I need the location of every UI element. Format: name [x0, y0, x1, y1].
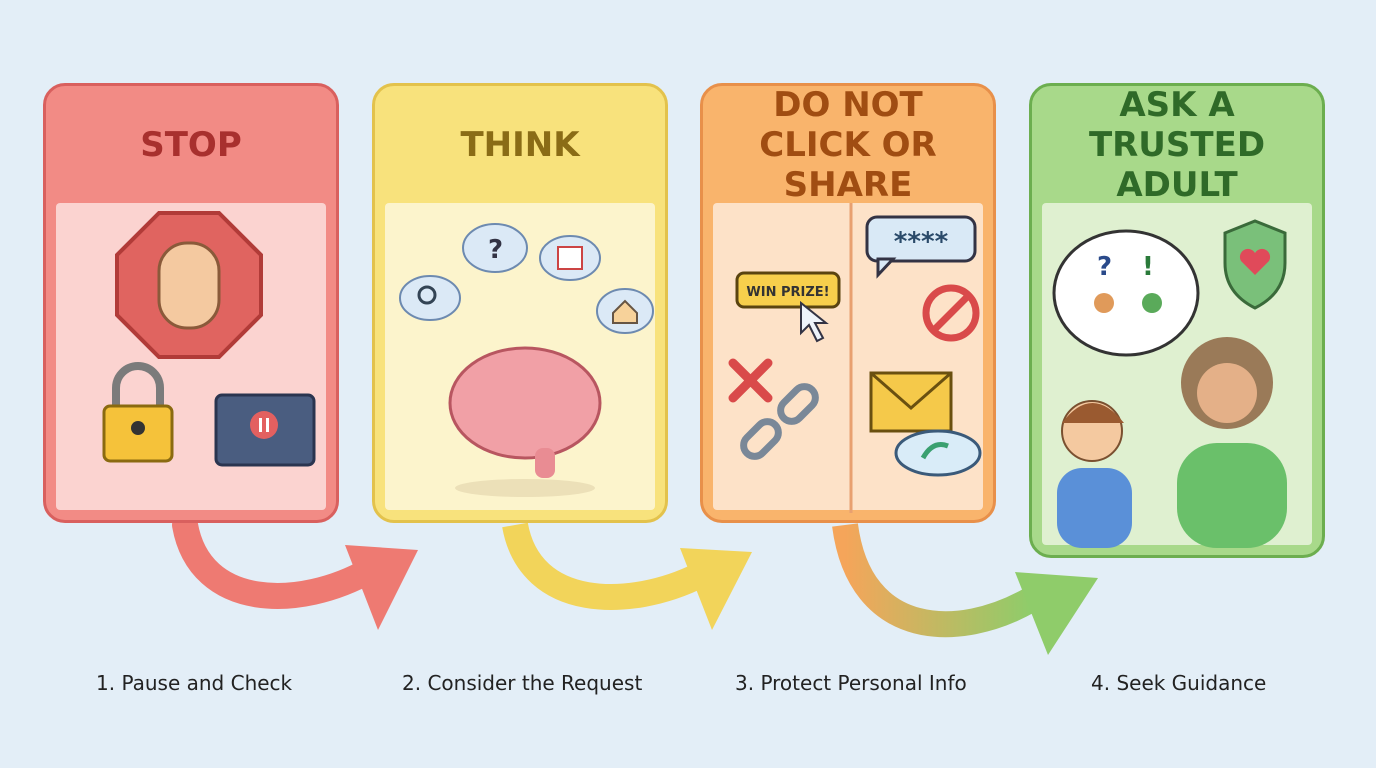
step-title: STOP — [140, 124, 242, 165]
arrow-2-head — [680, 548, 752, 630]
password-bubble-icon: **** — [865, 215, 977, 279]
arrow-2 — [502, 522, 706, 610]
arrow-1-head — [345, 545, 418, 630]
step-caption-2: 2. Consider the Request — [402, 671, 643, 695]
arrow-3-head — [1015, 572, 1098, 655]
adult-icon — [1177, 337, 1287, 548]
pause-video-icon — [214, 393, 316, 467]
step-think-panel: THINK ? — [372, 83, 668, 523]
broken-link-icon — [740, 383, 819, 460]
step-title: THINK — [460, 124, 580, 165]
child-icon — [1057, 400, 1132, 548]
step-title: DO NOT CLICK OR SHARE — [759, 84, 937, 205]
prize-button-text: WIN PRIZE! — [746, 285, 829, 300]
conversation-bubble-icon: ?! — [1052, 229, 1200, 357]
step-ask-adult-panel: ASK A TRUSTED ADULT ?! — [1029, 83, 1325, 558]
arrow-1 — [172, 512, 383, 609]
step-title: ASK A TRUSTED ADULT — [1088, 84, 1266, 205]
brain-icon — [448, 346, 602, 478]
calendar-icon — [539, 235, 601, 281]
svg-text:?: ? — [1097, 252, 1112, 282]
password-text: **** — [894, 227, 949, 257]
cursor-icon — [800, 300, 829, 343]
step-caption-1: 1. Pause and Check — [96, 671, 293, 695]
envelope-icon — [869, 371, 953, 433]
arrow-3 — [832, 523, 1037, 638]
step-caption-3: 3. Protect Personal Info — [735, 671, 967, 695]
step-stop-panel: STOP — [43, 83, 339, 523]
svg-text:!: ! — [1142, 252, 1154, 282]
step-caption-4: 4. Seek Guidance — [1091, 671, 1267, 695]
question-bubble-icon: ? — [462, 223, 528, 273]
svg-text:?: ? — [488, 235, 503, 265]
prohibited-icon — [922, 284, 980, 342]
house-icon — [596, 288, 654, 334]
magnifier-icon — [399, 275, 461, 321]
stop-hand-icon — [115, 211, 263, 359]
cloud-upload-icon — [894, 429, 982, 477]
shield-heart-icon — [1223, 219, 1287, 310]
prize-button: WIN PRIZE! — [735, 271, 841, 309]
step-do-not-click-panel: DO NOT CLICK OR SHARE WIN PRIZE! **** — [700, 83, 996, 523]
padlock-icon — [102, 362, 174, 463]
x-mark-icon — [728, 358, 773, 403]
